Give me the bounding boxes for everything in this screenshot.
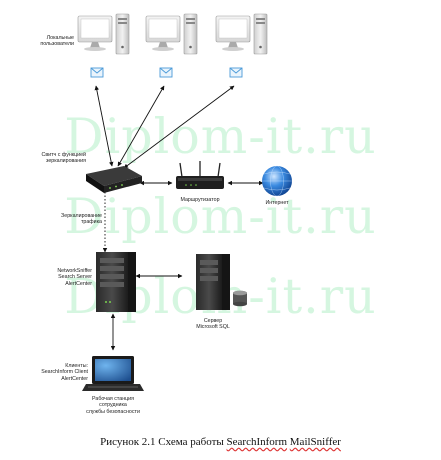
network-switch-icon: [86, 166, 142, 193]
link-user1-switch: [94, 85, 114, 167]
caption-product-mailsniffer: MailSniffer: [289, 436, 341, 448]
clients-label: Клиенты: SearchInform Client AlertCenter: [41, 363, 88, 382]
local-users-label: Локальные пользователи: [40, 35, 74, 48]
envelope-icon: [90, 67, 104, 78]
link-user3-switch: [123, 85, 235, 169]
desktop-computer-icon: [145, 13, 198, 55]
laptop-icon: [82, 356, 144, 391]
internet-label: Интернет: [265, 200, 289, 206]
envelope-icon: [159, 67, 173, 78]
database-server-icon: [196, 254, 247, 310]
switch-label: Свитч с функцией зеркалирования: [41, 152, 86, 165]
figure-caption: Рисунок 2.1 Схема работы SearchInform Ma…: [0, 436, 441, 448]
caption-product-searchinform: SearchInform: [226, 436, 288, 448]
mirroring-label: Зеркалирование трафика: [61, 213, 102, 226]
link-user2-switch: [117, 85, 165, 167]
workstation-label: Рабочая станция сотрудника службы безопа…: [86, 396, 140, 415]
desktop-computer-icon: [215, 13, 268, 55]
server-tower-icon: [96, 252, 136, 312]
router-label: Маршрутизатор: [180, 197, 220, 203]
watermark-text: Diplom-it.ru: [64, 188, 377, 245]
globe-icon: [262, 165, 292, 197]
caption-prefix: Рисунок 2.1 Схема работы: [100, 436, 227, 448]
desktop-computer-icon: [77, 13, 130, 55]
server-suite-label: NetworkSniffer Search Server AlertCenter: [57, 268, 92, 287]
envelope-icon: [229, 67, 243, 78]
sql-server-label: Сервер Microsoft SQL: [196, 318, 230, 331]
router-icon: [176, 161, 224, 189]
connections: [94, 85, 264, 351]
